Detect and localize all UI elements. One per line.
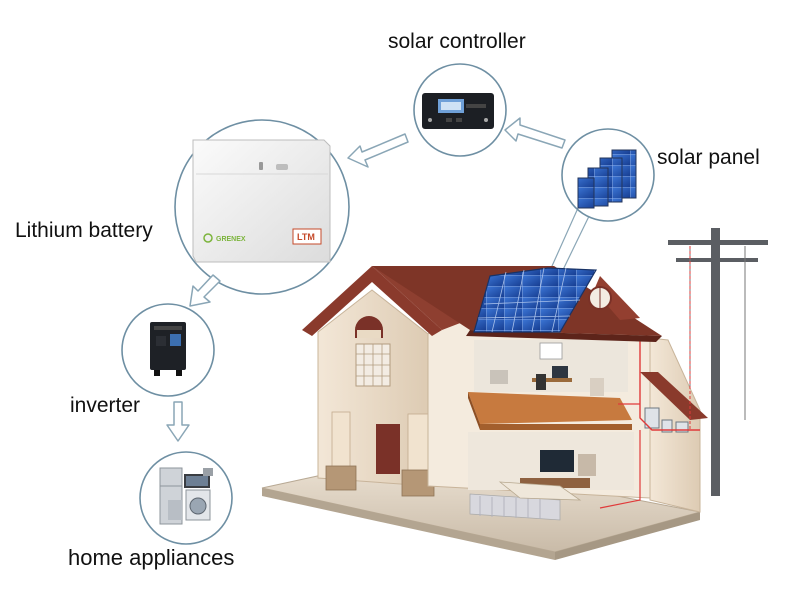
arrow-controller-to-battery [347,133,409,168]
arrow-battery-to-inverter [189,274,221,307]
arrow-inverter-to-appliances [166,401,190,442]
solar-panel-icon [577,149,637,209]
solar-controller-label: solar controller [388,30,526,53]
inverter-icon [150,322,186,376]
home-appliances-label: home appliances [68,545,235,570]
house-illustration [261,246,708,560]
lithium-battery-label: Lithium battery [15,219,153,242]
battery-brand-right: LTM [297,232,315,242]
home-appliances-icon [159,467,213,525]
inverter-label: inverter [70,394,141,417]
lithium-battery-icon: GRENEX LTM [192,139,331,263]
arrow-panel-to-controller [504,117,566,149]
battery-brand-left: GRENEX [216,236,246,243]
panel-to-roof-lines [547,207,593,277]
solar-panel-label: solar panel [657,146,760,169]
solar-controller-icon [422,93,494,129]
